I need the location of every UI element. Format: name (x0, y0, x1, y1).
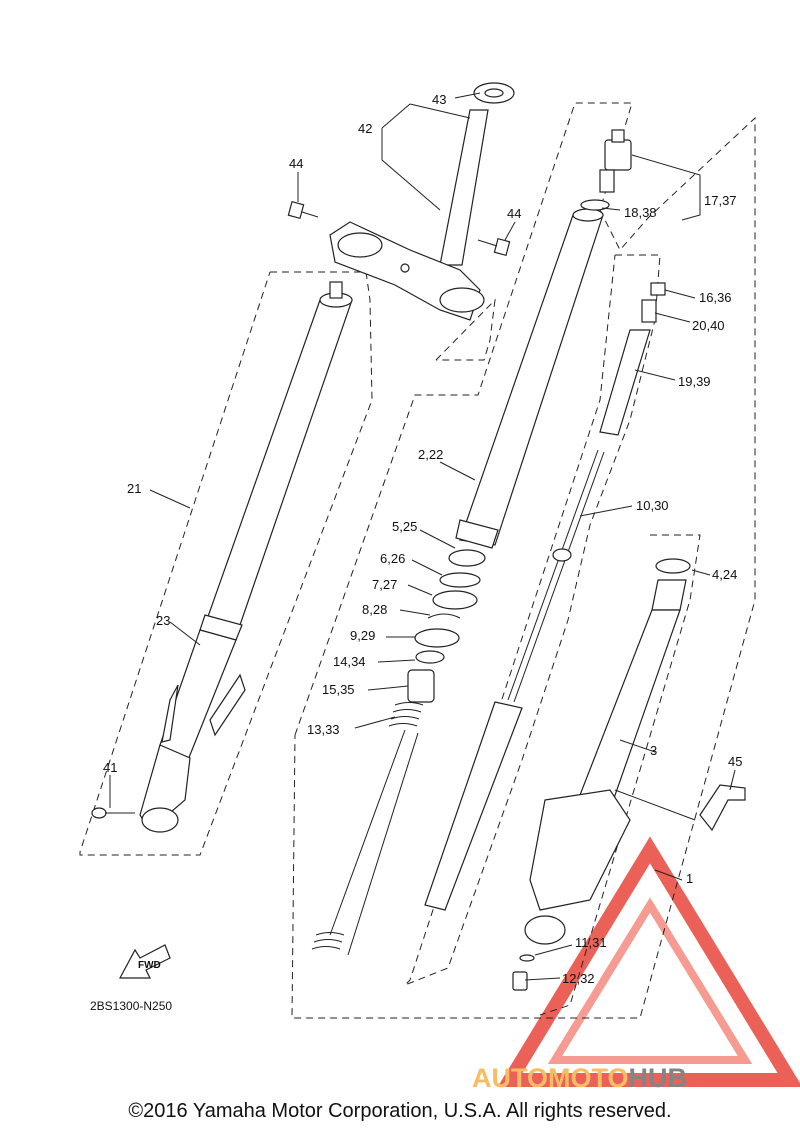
copyright-notice: ©2016 Yamaha Motor Corporation, U.S.A. A… (128, 1100, 672, 1122)
bolt-41 (91, 807, 135, 819)
callout-1: 1 (686, 871, 693, 886)
callout-44a: 44 (289, 156, 303, 171)
callout-13-33: 13,33 (307, 722, 340, 737)
automotohub-logo: AUTOMOTOHUB (472, 836, 800, 1093)
spring-13 (311, 702, 424, 956)
callout-2-22: 2,22 (418, 447, 443, 462)
callout-6-26: 6,26 (380, 551, 405, 566)
bolt-44a (287, 200, 319, 220)
bracket-45 (699, 784, 746, 832)
callout-15-35: 15,35 (322, 682, 355, 697)
fwd-arrow: FWD (118, 944, 171, 979)
callout-20-40: 20,40 (692, 318, 725, 333)
fork-cap-bolt (599, 129, 632, 193)
callout-12-32: 12,32 (562, 971, 595, 986)
callout-45: 45 (728, 754, 742, 769)
callout-23: 23 (156, 613, 170, 628)
damper-rod-parts (424, 282, 666, 911)
seal-rings (407, 549, 486, 703)
callout-44b: 44 (507, 206, 521, 221)
left-fork-assembly (139, 281, 353, 833)
logo-text-automoto: AUTOMOTO (472, 1063, 629, 1093)
logo-text-hub: HUB (629, 1063, 688, 1093)
callout-8-28: 8,28 (362, 602, 387, 617)
bolt-44b (477, 237, 511, 257)
lower-bracket (329, 221, 485, 321)
group-outlines (79, 102, 756, 1019)
bolt-12 (512, 954, 535, 991)
callout-9-29: 9,29 (350, 628, 375, 643)
callout-18-38: 18,38 (624, 205, 657, 220)
o-ring (580, 199, 610, 211)
callout-14-34: 14,34 (333, 654, 366, 669)
callout-11-31: 11,31 (575, 935, 607, 950)
outer-tube (455, 208, 604, 549)
diagram-ref-code: 2BS1300-N250 (90, 999, 172, 1013)
callout-17-37: 17,37 (704, 193, 737, 208)
callout-16-36: 16,36 (699, 290, 732, 305)
callout-19-39: 19,39 (678, 374, 711, 389)
right-fork-assembly (524, 558, 691, 945)
callout-43: 43 (432, 92, 446, 107)
steering-stem (439, 82, 515, 266)
callout-21: 21 (127, 481, 141, 496)
leader-lines (109, 92, 736, 981)
svg-text:AUTOMOTOHUB: AUTOMOTOHUB (472, 1063, 687, 1093)
callout-7-27: 7,27 (372, 577, 397, 592)
callout-labels: 43 42 44 44 17,37 18,38 16,36 20,40 19,3… (90, 92, 742, 1013)
callout-41: 41 (103, 760, 117, 775)
fwd-label: FWD (138, 960, 161, 971)
callout-5-25: 5,25 (392, 519, 417, 534)
callout-42: 42 (358, 121, 372, 136)
callout-3: 3 (650, 743, 657, 758)
callout-4-24: 4,24 (712, 567, 737, 582)
callout-10-30: 10,30 (636, 498, 669, 513)
